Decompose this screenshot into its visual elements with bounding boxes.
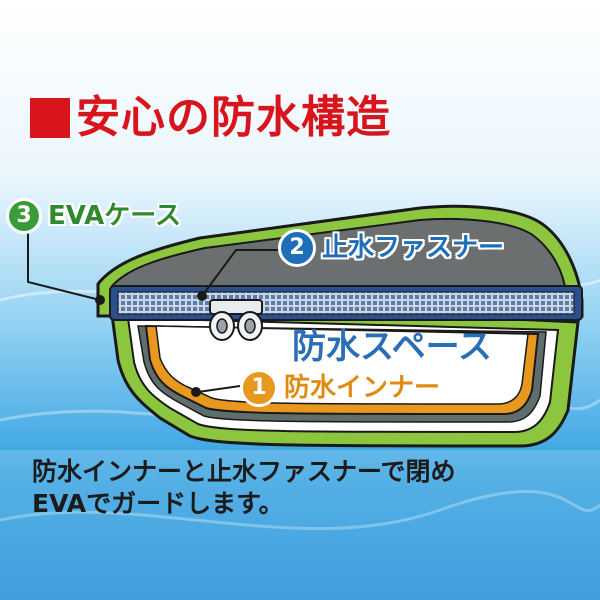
square-marker-icon	[30, 98, 70, 138]
leader-dot-eva-case	[95, 295, 105, 305]
label-waterproof-space-text: 防水スペース	[292, 327, 492, 367]
leader-line-inner	[197, 385, 241, 393]
leader-dot-inner	[191, 387, 201, 397]
description-line-1: 防水インナーと止水ファスナーで閉め	[32, 457, 456, 486]
leader-dot-zipper	[197, 291, 207, 301]
label-inner-text: 防水インナー	[284, 373, 441, 403]
number-badge-1: 1	[240, 369, 278, 407]
wave-highlight	[0, 490, 600, 531]
number-badge-3: 3	[6, 198, 42, 234]
caption-panel-background	[0, 450, 600, 600]
leader-line-zipper	[201, 249, 278, 297]
label-zipper-text: 止水ファスナー	[322, 233, 505, 263]
number-badge-2: 2	[278, 229, 316, 267]
zipper-pull-icon	[209, 299, 263, 341]
page-title-text: 安心の防水構造	[76, 92, 391, 143]
leader-line-eva-case	[27, 232, 101, 301]
label-eva-case-text: EVAケース	[48, 201, 181, 231]
label-eva-case: 3 EVAケース	[6, 198, 181, 234]
description: 防水インナーと止水ファスナーで閉め EVAでガードします。	[32, 456, 456, 520]
label-zipper: 2 止水ファスナー	[278, 229, 504, 267]
description-line-2: EVAでガードします。	[32, 489, 284, 518]
label-inner: 1 防水インナー	[240, 369, 440, 407]
eva-case-lid	[111, 218, 568, 295]
zipper-teeth	[117, 291, 575, 315]
label-waterproof-space: 防水スペース	[292, 330, 492, 364]
page-title: 安心の防水構造	[30, 96, 391, 140]
